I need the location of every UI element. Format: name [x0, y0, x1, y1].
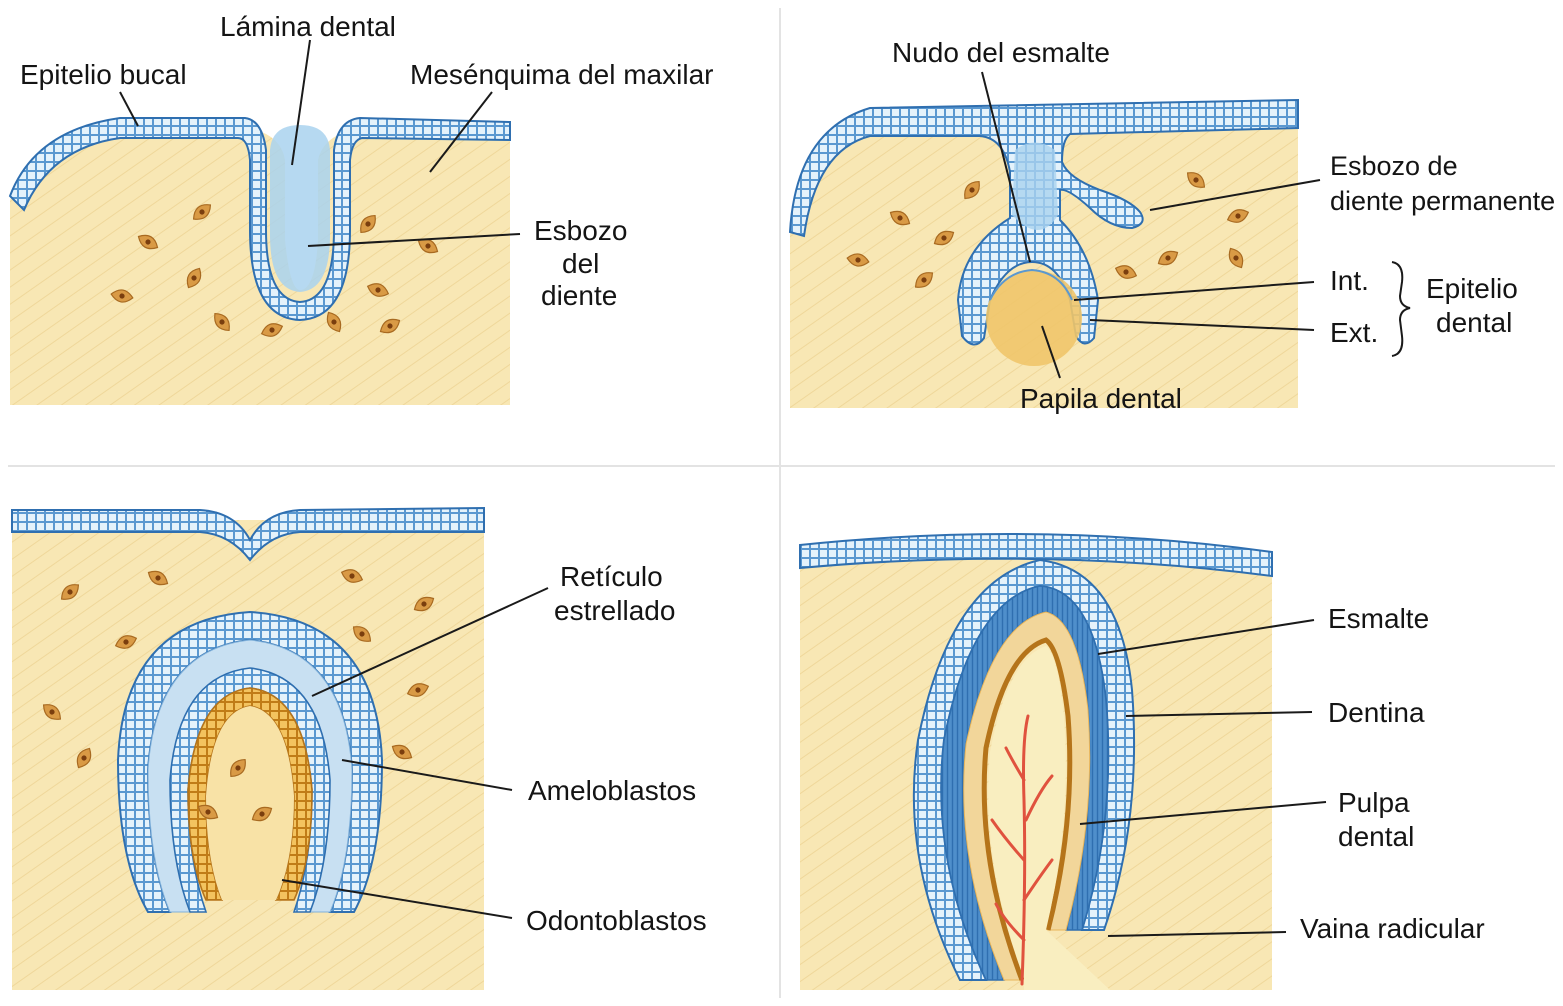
panel-1-bud-stage: Lámina dental Epitelio bucal Mesénquima … [10, 11, 713, 405]
brace [1392, 262, 1410, 356]
label-permanente-1: Esbozo de [1330, 151, 1458, 181]
tooth-bud-core [270, 125, 330, 292]
label-nudo-esmalte: Nudo del esmalte [892, 37, 1110, 68]
label-epitelio-bucal: Epitelio bucal [20, 59, 187, 90]
label-vaina-radicular: Vaina radicular [1300, 913, 1485, 944]
label-mesenquima: Mesénquima del maxilar [410, 59, 713, 90]
label-ameloblastos: Ameloblastos [528, 775, 696, 806]
dental-papilla [206, 706, 294, 900]
label-reticulo-1: Retículo [560, 561, 663, 592]
label-epitelio-1: Epitelio [1426, 273, 1518, 304]
label-esbozo-2: del [562, 248, 599, 279]
panel-3-bell-stage: Retículo estrellado Ameloblastos Odontob… [12, 508, 707, 990]
label-lamina-dental: Lámina dental [220, 11, 396, 42]
label-esbozo-3: diente [541, 280, 617, 311]
label-pulpa-1: Pulpa [1338, 787, 1410, 818]
label-papila-dental: Papila dental [1020, 383, 1182, 414]
label-odontoblastos: Odontoblastos [526, 905, 707, 936]
label-ext: Ext. [1330, 317, 1378, 348]
label-esmalte: Esmalte [1328, 603, 1429, 634]
label-dentina: Dentina [1328, 697, 1425, 728]
label-permanente-2: diente permanente [1330, 186, 1555, 216]
panel-2-cap-stage: Nudo del esmalte Esbozo de diente perman… [790, 37, 1555, 414]
label-reticulo-2: estrellado [554, 595, 675, 626]
label-esbozo-1: Esbozo [534, 215, 627, 246]
label-pulpa-2: dental [1338, 821, 1414, 852]
label-epitelio-2: dental [1436, 307, 1512, 338]
label-int: Int. [1330, 265, 1369, 296]
panel-4-crown-stage: Esmalte Dentina Pulpa dental Vaina radic… [800, 534, 1485, 990]
